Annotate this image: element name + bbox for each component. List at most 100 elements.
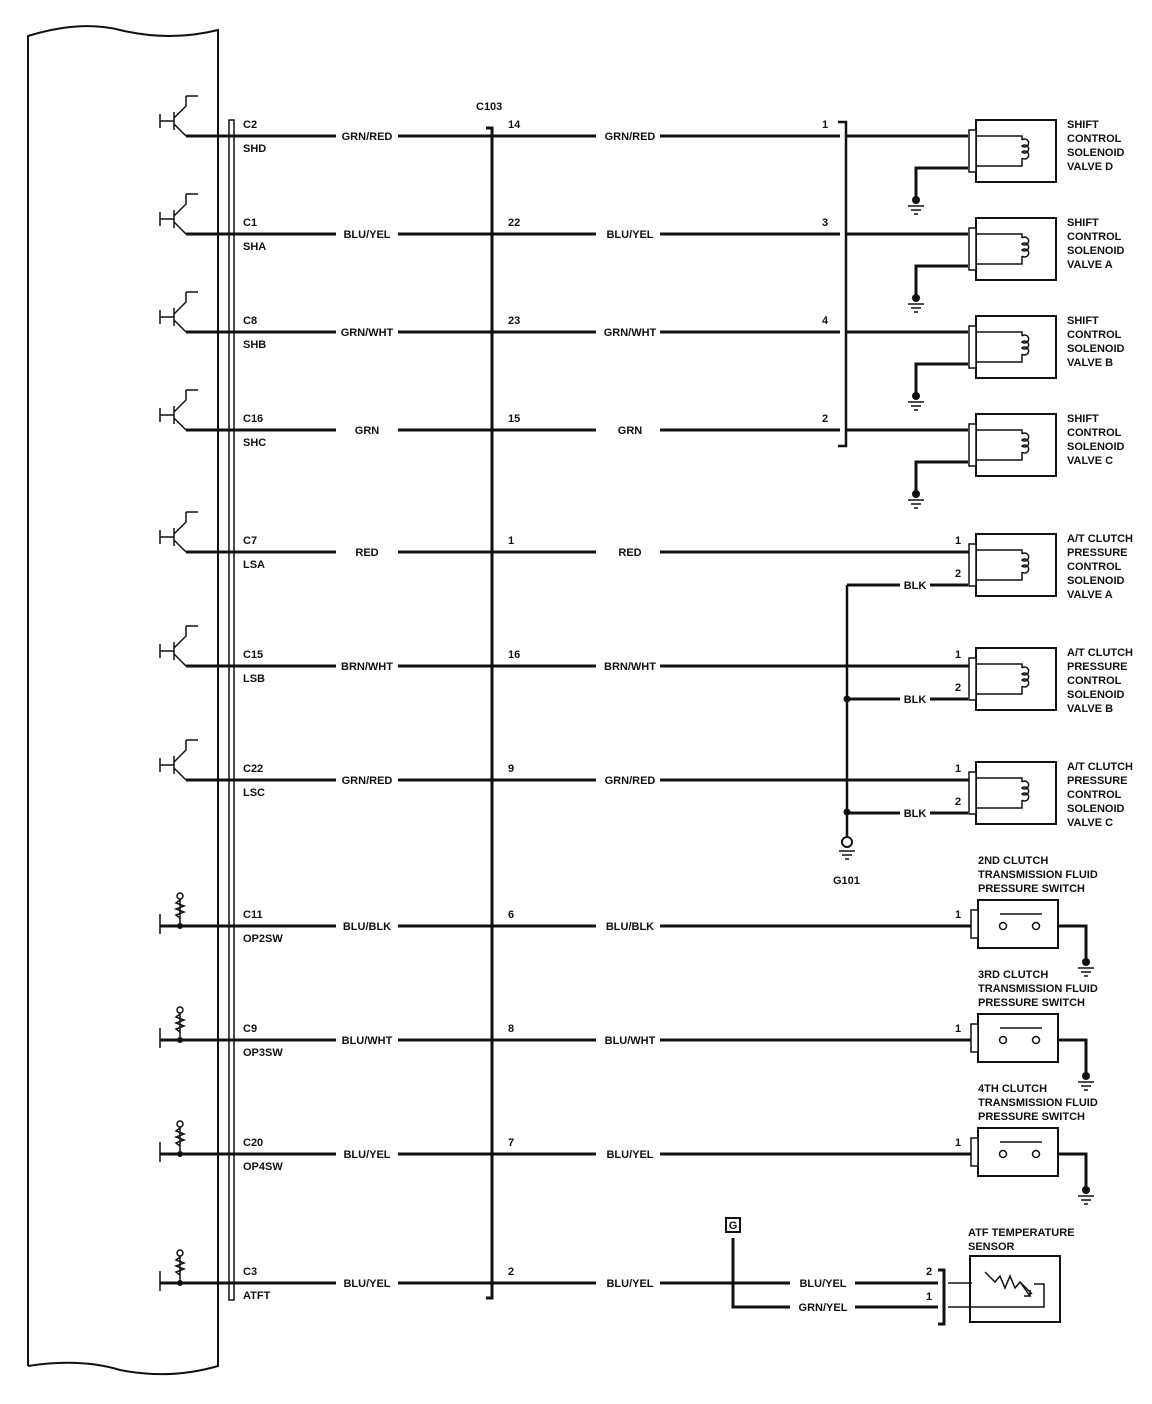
sensor-lead	[948, 1282, 1045, 1308]
ground-terminal-icon	[912, 294, 920, 302]
c103-pin-label: 9	[508, 763, 514, 775]
pcm-signal-label: SHD	[243, 143, 266, 155]
wire-color-label: BLU/WHT	[342, 1035, 393, 1047]
solenoid-body	[975, 533, 1057, 597]
coil-icon	[1020, 236, 1030, 258]
component-name-line: TRANSMISSION FLUID	[978, 983, 1098, 995]
pcm-pin-label: C15	[243, 649, 263, 661]
driver-transistor-icon	[159, 511, 198, 553]
ground-icon	[908, 499, 924, 509]
pullup-node-icon	[176, 1006, 184, 1014]
wire-color-label: BLU/YEL	[606, 1149, 653, 1161]
c103-pin-label: 8	[508, 1023, 514, 1035]
component-pin-label: 1	[955, 649, 961, 661]
coil-lead	[976, 135, 1023, 167]
pcm-pin-label: C11	[243, 909, 263, 921]
coil-icon	[1020, 552, 1030, 574]
g101-label: G101	[833, 875, 860, 887]
driver-transistor-icon	[159, 625, 198, 667]
pressure-switch-body	[977, 1127, 1059, 1177]
coil-lead	[976, 777, 1023, 809]
coil-lead	[976, 233, 1023, 265]
c103-pin-label: 22	[508, 217, 520, 229]
switch-contact-icon	[1031, 921, 1041, 931]
component-name-line: SENSOR	[968, 1241, 1015, 1253]
pullup-node-icon	[176, 892, 184, 900]
switch-contact-icon	[998, 921, 1008, 931]
component-name-line: VALVE A	[1067, 589, 1113, 601]
ground-terminal-icon	[912, 490, 920, 498]
wire-color-label: BRN/WHT	[341, 661, 393, 673]
component-name-line: SOLENOID	[1067, 689, 1125, 701]
c103-pin-label: 1	[508, 535, 514, 547]
component-name-line: SOLENOID	[1067, 343, 1125, 355]
component-pin-label: 3	[822, 217, 828, 229]
component-name-line: SHIFT	[1067, 119, 1099, 131]
component-pin-label: 4	[822, 315, 829, 327]
ground-icon	[1078, 1195, 1094, 1205]
ground-terminal-icon	[912, 392, 920, 400]
component-name-line: CONTROL	[1067, 789, 1122, 801]
wire-color-label: GRN/WHT	[341, 327, 394, 339]
c103-pin-label: 7	[508, 1137, 514, 1149]
component-name-line: SHIFT	[1067, 413, 1099, 425]
ground-icon	[1078, 967, 1094, 977]
component-name-line: SOLENOID	[1067, 147, 1125, 159]
switch-connector	[970, 1023, 979, 1053]
ground-wire	[1058, 1152, 1088, 1190]
driver-transistor-icon	[159, 291, 198, 333]
solenoid-common-bracket	[838, 120, 848, 448]
driver-transistor-icon	[159, 739, 198, 781]
component-pin-label: 1	[955, 1023, 961, 1035]
g101-ground-symbol	[839, 850, 855, 860]
component-name-line: CONTROL	[1067, 133, 1122, 145]
pcm-pin-label: C7	[243, 535, 257, 547]
coil-icon	[1020, 334, 1030, 356]
component-name-line: VALVE C	[1067, 817, 1113, 829]
component-pin-label: 2	[955, 796, 961, 808]
solenoid-connector	[968, 129, 977, 173]
component-name-line: A/T CLUTCH	[1067, 647, 1133, 659]
pcm-enclosure	[27, 25, 219, 1376]
component-name-line: CONTROL	[1067, 329, 1122, 341]
ground-wire	[914, 460, 968, 494]
pcm-signal-label: OP4SW	[243, 1161, 283, 1173]
wire-color-label: BLU/YEL	[606, 229, 653, 241]
thermistor-icon	[984, 1271, 1033, 1297]
wire-color-label: BLU/WHT	[605, 1035, 656, 1047]
coil-lead	[976, 429, 1023, 461]
coil-icon	[1020, 138, 1030, 160]
wire-color-label: BRN/WHT	[604, 661, 656, 673]
wire-color-label: BLK	[904, 808, 927, 820]
wire-color-label: BLU/BLK	[343, 921, 391, 933]
component-pin-label: 2	[822, 413, 828, 425]
ground-terminal-icon	[1082, 1072, 1090, 1080]
component-name-line: 3RD CLUTCH	[978, 969, 1048, 981]
wire-color-label: BLU/YEL	[343, 1149, 390, 1161]
component-name-line: TRANSMISSION FLUID	[978, 1097, 1098, 1109]
solenoid-connector	[968, 227, 977, 271]
ground-icon	[908, 303, 924, 313]
component-pin-label: 2	[926, 1266, 932, 1278]
component-name-line: VALVE C	[1067, 455, 1113, 467]
component-name-line: 4TH CLUTCH	[978, 1083, 1047, 1095]
pcm-signal-label: LSC	[243, 787, 265, 799]
wire-color-label: RED	[618, 547, 641, 559]
pcm-pin-label: C2	[243, 119, 257, 131]
pcm-signal-label: LSB	[243, 673, 265, 685]
driver-transistor-icon	[159, 95, 198, 137]
pcm-terminal-strip	[228, 119, 235, 1301]
wire-color-label: GRN	[618, 425, 643, 437]
component-pin-label: 1	[955, 535, 961, 547]
component-name-line: PRESSURE	[1067, 775, 1128, 787]
ground-wire	[1058, 924, 1088, 962]
